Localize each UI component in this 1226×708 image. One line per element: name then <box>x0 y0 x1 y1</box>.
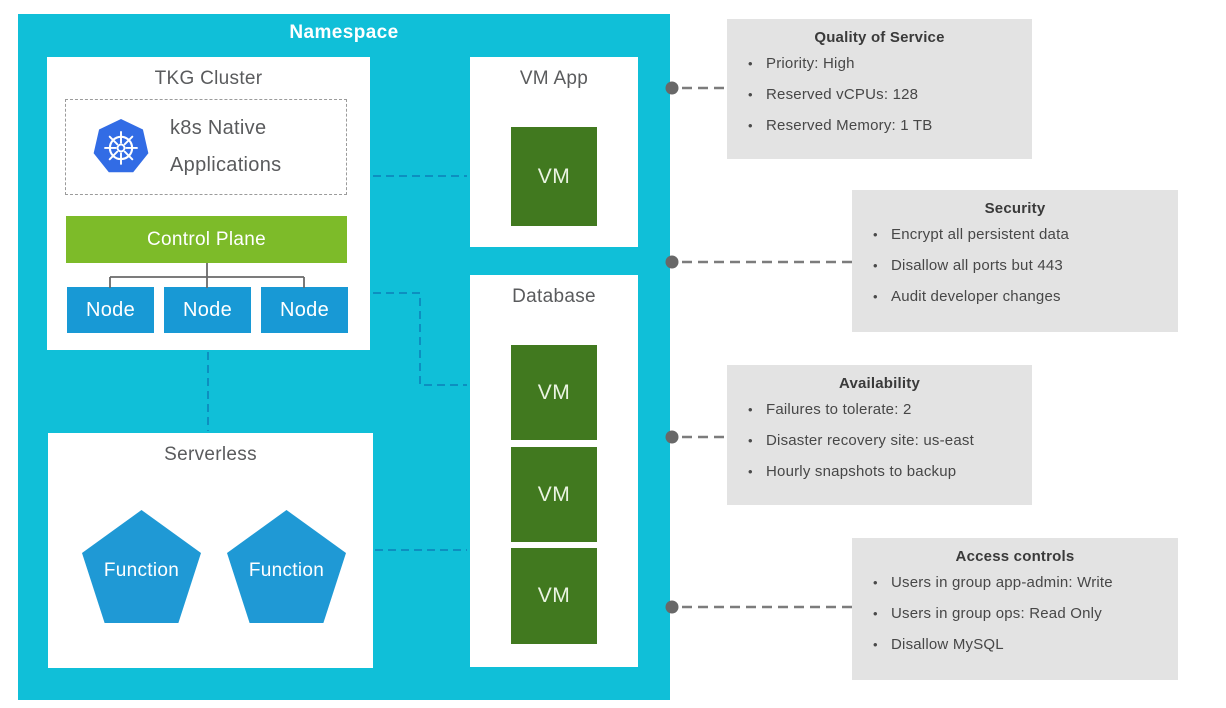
bullet-icon: • <box>873 258 878 273</box>
bullet-icon: • <box>748 118 753 133</box>
bullet-icon: • <box>748 464 753 479</box>
bullet-icon: • <box>748 87 753 102</box>
policy-item: • Audit developer changes <box>852 288 1178 319</box>
bullet-icon: • <box>873 227 878 242</box>
tkg-cluster-title: TKG Cluster <box>154 68 263 89</box>
policy-item: • Disallow MySQL <box>852 636 1178 667</box>
policy-item: • Failures to tolerate: 2 <box>727 401 1032 432</box>
database-title: Database <box>512 286 596 307</box>
namespace-label: Namespace <box>289 22 399 43</box>
policy-item-text: Disallow MySQL <box>891 636 1004 653</box>
vm-app-title: VM App <box>519 68 589 89</box>
policy-item-text: Users in group app-admin: Write <box>891 574 1113 591</box>
database-panel: Database VM VM VM <box>470 275 638 667</box>
policy-item-text: Users in group ops: Read Only <box>891 605 1102 622</box>
policy-title: Access controls <box>955 548 1075 565</box>
serverless-panel: Serverless Function Function <box>48 433 373 668</box>
vm-box: VM <box>511 127 597 226</box>
policy-dashed-links <box>682 86 852 609</box>
policy-box-access-controls: Access controls • Users in group app-adm… <box>852 538 1178 680</box>
policy-item: • Hourly snapshots to backup <box>727 463 1032 494</box>
policy-item-text: Disaster recovery site: us-east <box>766 432 974 449</box>
bullet-icon: • <box>873 637 878 652</box>
policy-item: • Users in group ops: Read Only <box>852 605 1178 636</box>
vm-box: VM <box>511 447 597 542</box>
bullet-icon: • <box>748 402 753 417</box>
bullet-icon: • <box>873 606 878 621</box>
policy-title: Availability <box>838 375 921 392</box>
policy-box-availability: Availability • Failures to tolerate: 2 •… <box>727 365 1032 505</box>
bullet-icon: • <box>873 289 878 304</box>
node-box: Node <box>261 287 348 333</box>
policy-title: Security <box>984 200 1046 217</box>
function-pentagon: Function <box>82 510 201 623</box>
kubernetes-icon <box>93 118 149 173</box>
node-row: Node Node Node <box>67 287 348 333</box>
tkg-cluster-panel: TKG Cluster <box>47 57 370 350</box>
policy-title: Quality of Service <box>814 29 945 46</box>
k8s-native-apps-box: k8s Native Applications <box>65 99 347 195</box>
policy-item: • Reserved Memory: 1 TB <box>727 117 1032 148</box>
k8s-native-apps-label: k8s Native Applications <box>170 110 281 184</box>
policy-box-quality-of-service: Quality of Service • Priority: High • Re… <box>727 19 1032 159</box>
policy-item-text: Disallow all ports but 443 <box>891 257 1063 274</box>
policy-item: • Disallow all ports but 443 <box>852 257 1178 288</box>
vm-app-panel: VM App VM <box>470 57 638 247</box>
k8s-native-line: k8s Native <box>170 117 267 139</box>
applications-line: Applications <box>170 154 282 176</box>
policy-item: • Encrypt all persistent data <box>852 226 1178 257</box>
policy-item-text: Audit developer changes <box>891 288 1061 305</box>
policy-item-text: Priority: High <box>766 55 855 72</box>
bullet-icon: • <box>873 575 878 590</box>
namespace-container: Namespace TKG Cluster <box>18 14 670 700</box>
control-plane-bar: Control Plane <box>66 216 347 263</box>
policy-item-text: Reserved vCPUs: 128 <box>766 86 919 103</box>
node-box: Node <box>67 287 154 333</box>
vm-box: VM <box>511 548 597 644</box>
serverless-title: Serverless <box>164 444 257 465</box>
policy-item: • Users in group app-admin: Write <box>852 574 1178 605</box>
policy-item-text: Encrypt all persistent data <box>891 226 1069 243</box>
vm-box: VM <box>511 345 597 440</box>
policy-item-text: Hourly snapshots to backup <box>766 463 957 480</box>
bullet-icon: • <box>748 56 753 71</box>
policy-item: • Priority: High <box>727 55 1032 86</box>
function-pentagon: Function <box>227 510 346 623</box>
policy-item: • Disaster recovery site: us-east <box>727 432 1032 463</box>
bullet-icon: • <box>748 433 753 448</box>
node-box: Node <box>164 287 251 333</box>
policy-item-text: Failures to tolerate: 2 <box>766 401 912 418</box>
policy-item-text: Reserved Memory: 1 TB <box>766 117 933 134</box>
policy-box-security: Security • Encrypt all persistent data •… <box>852 190 1178 332</box>
policy-item: • Reserved vCPUs: 128 <box>727 86 1032 117</box>
